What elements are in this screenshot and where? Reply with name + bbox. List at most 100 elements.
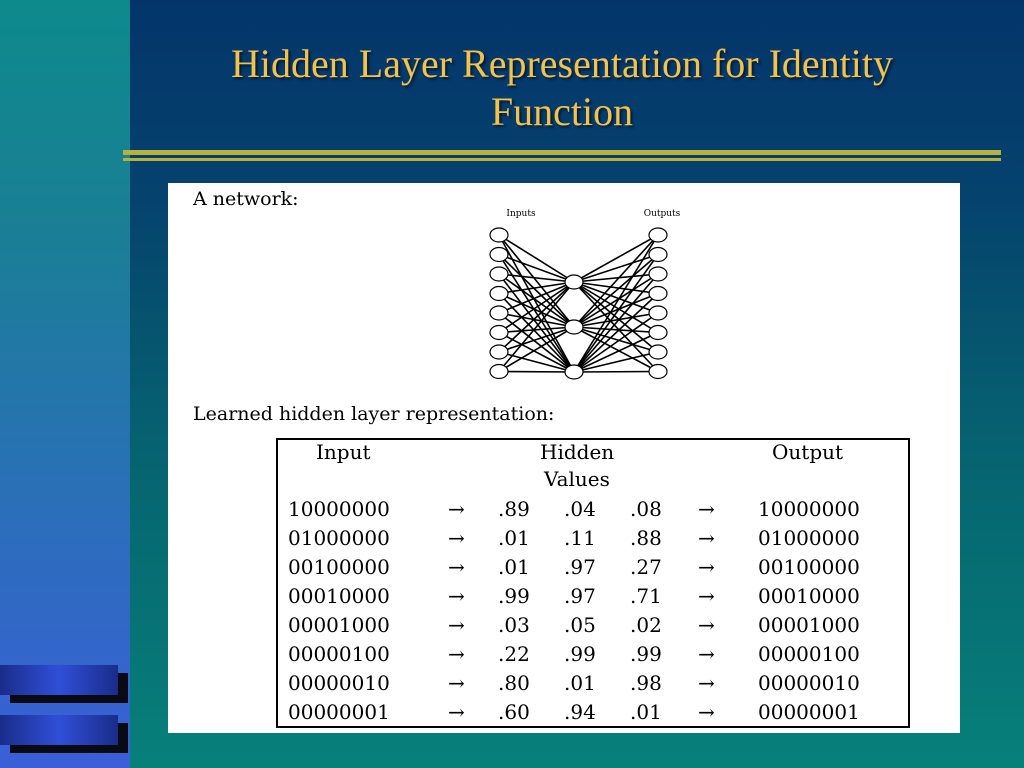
hidden-output-edge <box>573 253 659 328</box>
title-underline-thick <box>123 150 1001 155</box>
network-label: A network: <box>193 188 299 210</box>
row-arrow-in: → <box>448 613 465 637</box>
row-hidden-value-1: .99 <box>498 584 530 608</box>
row-arrow-in: → <box>448 555 465 579</box>
inputs-label: Inputs <box>506 209 536 219</box>
left-decorative-band <box>0 0 130 768</box>
row-hidden-value-3: .71 <box>630 584 662 608</box>
hidden-output-edge <box>573 312 659 328</box>
title-line-1: Hidden Layer Representation for Identity <box>231 41 893 86</box>
hidden-output-edge <box>573 331 659 373</box>
row-hidden-value-1: .22 <box>498 642 530 666</box>
input-node <box>489 344 509 360</box>
input-hidden-edge <box>498 351 575 373</box>
row-arrow-in: → <box>448 526 465 550</box>
row-input-value: 00000001 <box>288 700 390 724</box>
row-hidden-value-1: .60 <box>498 700 530 724</box>
output-node <box>648 344 668 360</box>
input-hidden-edge <box>498 253 575 283</box>
hidden-node <box>564 274 584 290</box>
row-hidden-value-3: .01 <box>630 700 662 724</box>
row-input-value: 00001000 <box>288 613 390 637</box>
row-output-value: 00001000 <box>758 613 860 637</box>
input-hidden-edge <box>498 281 575 373</box>
row-arrow-out: → <box>698 642 715 666</box>
row-output-value: 00000010 <box>758 671 860 695</box>
hidden-output-edge <box>573 351 659 373</box>
hidden-output-edge <box>573 326 659 353</box>
title-underline-thin <box>123 158 1001 161</box>
hidden-output-edge <box>573 281 659 334</box>
input-hidden-edge <box>498 234 575 283</box>
table-row: 00100000→.01.97.27→00100000 <box>288 555 908 584</box>
output-node <box>648 266 668 282</box>
input-hidden-edge <box>498 281 575 334</box>
row-hidden-value-1: .01 <box>498 526 530 550</box>
row-hidden-value-2: .94 <box>564 700 596 724</box>
input-hidden-edge <box>498 292 575 373</box>
decorative-block-lower <box>0 715 118 745</box>
hidden-output-edge <box>573 326 659 373</box>
row-arrow-in: → <box>448 497 465 521</box>
input-hidden-edge <box>498 273 575 283</box>
network-diagram: Inputs Outputs <box>489 209 681 380</box>
input-hidden-edge <box>498 273 575 328</box>
input-hidden-edge <box>498 281 575 295</box>
output-node <box>648 305 668 321</box>
hidden-output-edge <box>573 281 659 314</box>
row-hidden-value-2: .04 <box>564 497 596 521</box>
learned-representation-label: Learned hidden layer representation: <box>193 403 555 425</box>
input-hidden-edge <box>498 312 575 373</box>
hidden-output-edge <box>573 273 659 328</box>
row-output-value: 10000000 <box>758 497 860 521</box>
input-node <box>489 305 509 321</box>
row-hidden-value-2: .11 <box>564 526 596 550</box>
row-input-value: 00100000 <box>288 555 390 579</box>
hidden-output-edge <box>573 326 659 334</box>
row-input-value: 01000000 <box>288 526 390 550</box>
title-line-2: Function <box>490 89 634 134</box>
row-hidden-value-1: .03 <box>498 613 530 637</box>
row-output-value: 00010000 <box>758 584 860 608</box>
row-output-value: 01000000 <box>758 526 860 550</box>
output-node <box>648 227 668 243</box>
hidden-output-edge <box>573 281 659 373</box>
row-arrow-out: → <box>698 671 715 695</box>
input-hidden-edge <box>498 234 575 328</box>
row-hidden-value-3: .27 <box>630 555 662 579</box>
output-node <box>648 285 668 302</box>
hidden-node <box>564 319 584 335</box>
hidden-output-edge <box>573 292 659 328</box>
hidden-node <box>564 364 584 380</box>
row-arrow-in: → <box>448 642 465 666</box>
hidden-output-edge <box>573 312 659 373</box>
input-hidden-edge <box>498 234 575 373</box>
hidden-output-edge <box>573 281 659 353</box>
row-arrow-in: → <box>448 671 465 695</box>
input-node <box>489 246 509 263</box>
row-output-value: 00000001 <box>758 700 860 724</box>
hidden-output-edge <box>573 234 659 283</box>
hidden-output-edge <box>573 254 659 373</box>
row-input-value: 10000000 <box>288 497 390 521</box>
row-arrow-out: → <box>698 700 715 724</box>
row-hidden-value-2: .99 <box>564 642 596 666</box>
row-input-value: 00010000 <box>288 584 390 608</box>
row-arrow-out: → <box>698 613 715 637</box>
slide-title: Hidden Layer Representation for Identity… <box>130 40 994 136</box>
input-hidden-edge <box>498 312 575 328</box>
input-hidden-edge <box>498 331 575 373</box>
row-output-value: 00100000 <box>758 555 860 579</box>
row-arrow-out: → <box>698 555 715 579</box>
hidden-output-edge <box>573 292 659 373</box>
content-image-panel: A network: Inputs Outputs Learned hidden… <box>168 183 960 733</box>
table-row: 00000001→.60.94.01→00000001 <box>288 700 908 729</box>
row-input-value: 00000010 <box>288 671 390 695</box>
input-hidden-edge <box>498 370 575 373</box>
row-hidden-value-2: .01 <box>564 671 596 695</box>
input-hidden-edge <box>498 254 575 373</box>
table-row: 10000000→.89.04.08→10000000 <box>288 497 908 526</box>
header-output: Output <box>772 440 844 464</box>
input-hidden-edge <box>498 281 575 353</box>
table-row: 01000000→.01.11.88→01000000 <box>288 526 908 555</box>
